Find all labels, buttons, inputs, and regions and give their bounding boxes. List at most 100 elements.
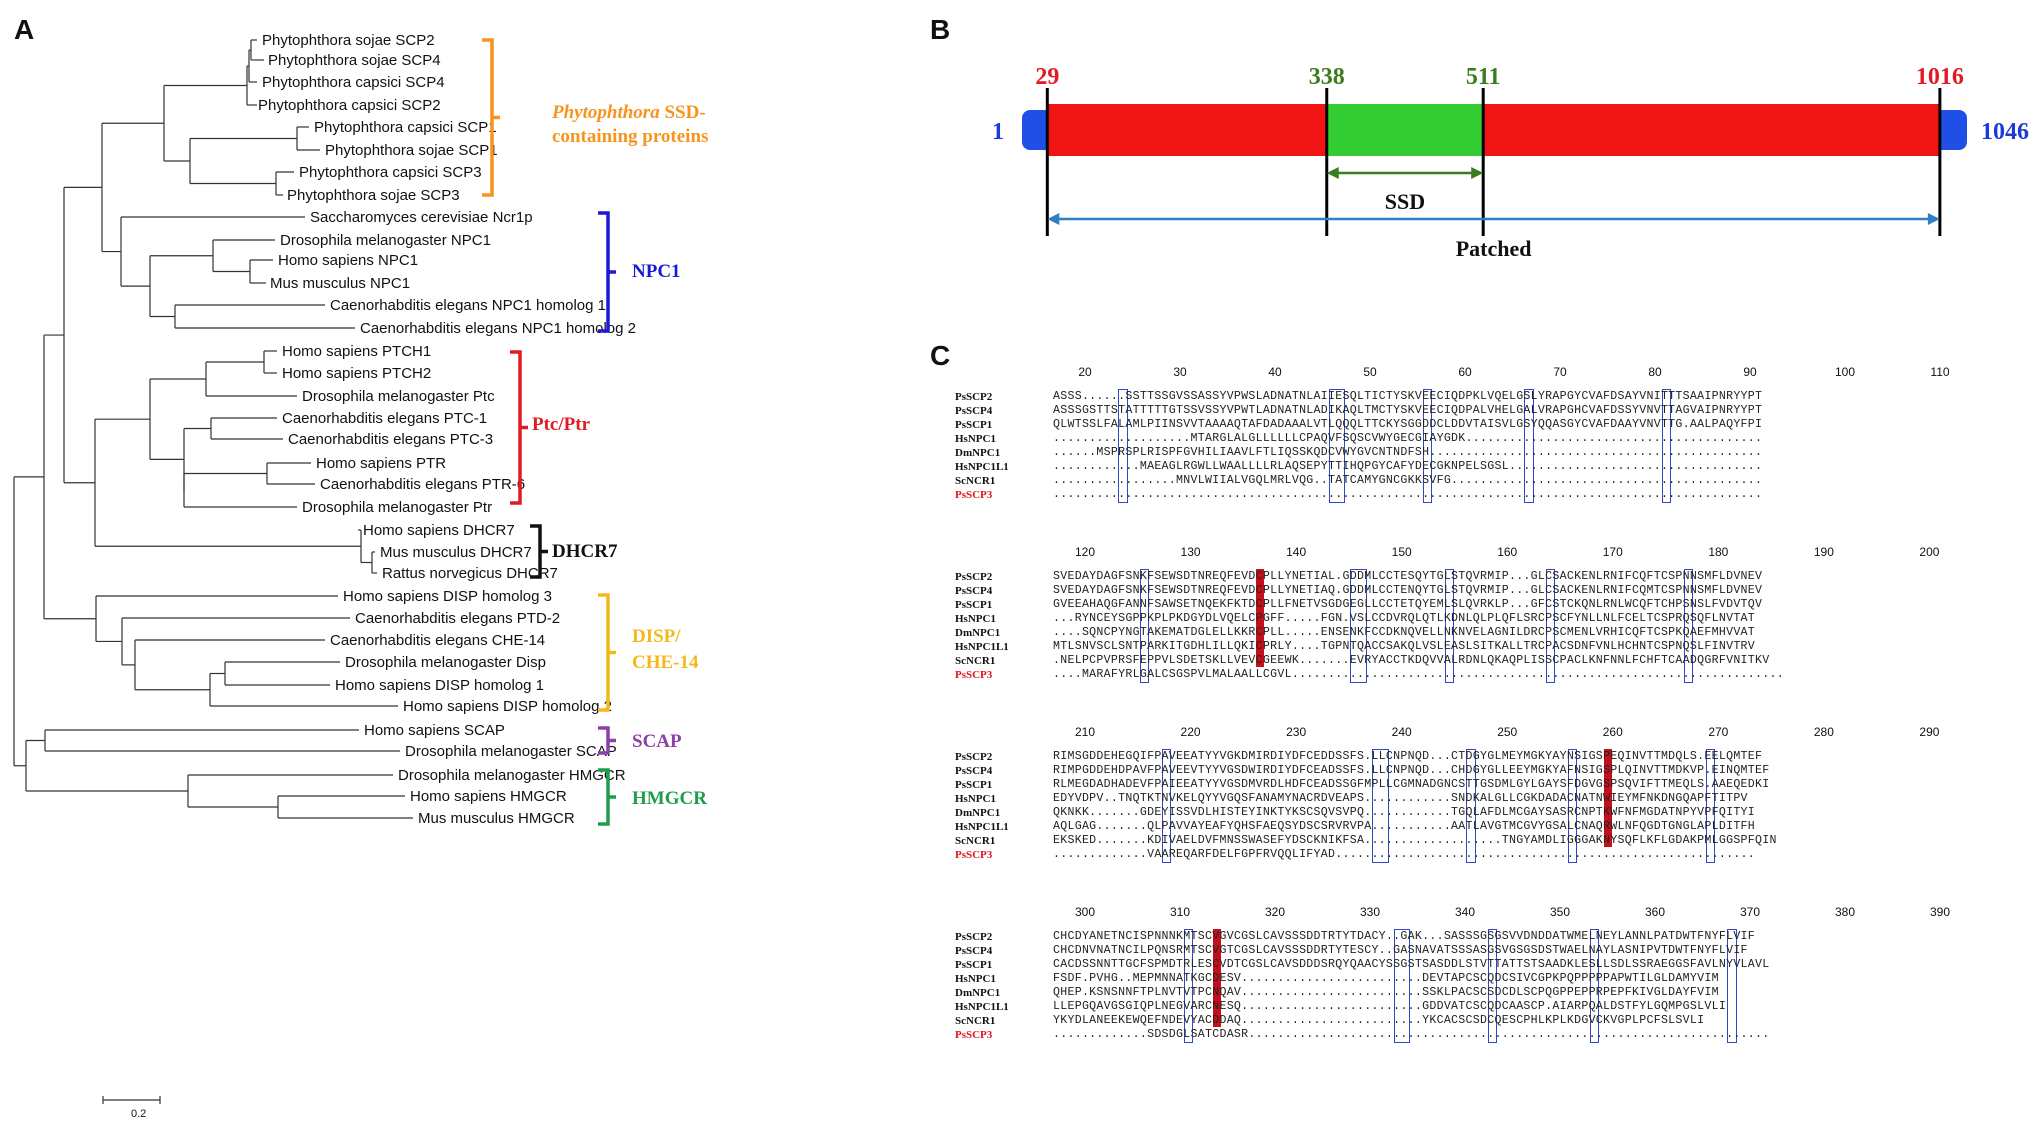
ruler-position: 250 [1497, 725, 1518, 739]
clade-bracket [598, 726, 616, 755]
position-label: 1046 [1981, 119, 2029, 145]
alignment-row: ScNCR1.................MNVLWIIALVGQLMRLV… [955, 474, 2025, 488]
leaf-label: Phytophthora capsici SCP1 [314, 119, 497, 136]
sequence-residues: QLWTSSLFALAMLPIINSVVTAAAAQTAFDADAAALVTLQ… [1053, 418, 1763, 431]
sequence-residues: ........................................… [1053, 488, 1763, 501]
clade-label-part: SSD- [660, 102, 706, 123]
sequence-residues: LLEPGQAVGSGIQPLNEGVARCNESQ..............… [1053, 1000, 1727, 1013]
sequence-name: PsSCP4 [955, 585, 993, 597]
ssd-domain [1326, 104, 1484, 156]
sequence-residues: AQLGAG.......QLPAVVAYEAFYQHSFAEQSYDSCSRV… [1053, 820, 1756, 833]
conserved-column-box [1662, 389, 1672, 503]
sequence-residues: EKSKED.......KDIVAELDVFMNSSWASEFYDSCKNIK… [1053, 834, 1777, 847]
clade-bracket [510, 350, 528, 505]
ruler-position: 160 [1497, 545, 1518, 559]
conserved-column-box [1422, 389, 1432, 503]
ruler-position: 260 [1602, 725, 1623, 739]
ruler-position: 380 [1834, 905, 1856, 919]
leaf-label: Drosophila melanogaster HMGCR [398, 767, 626, 784]
panel-label-b: B [930, 14, 951, 45]
ruler-position: 290 [1919, 725, 1940, 739]
sequence-residues: QHEP.KSNSNNFTPLNVTVTPCNQAV..............… [1053, 986, 1719, 999]
ruler-position: 40 [1268, 365, 1282, 379]
patched-label: Patched [1456, 236, 1532, 261]
sequence-name: DmNPC1 [955, 807, 1001, 819]
leaf-label: Homo sapiens PTR [316, 455, 446, 472]
sequence-name: PsSCP2 [955, 391, 993, 403]
sequence-name: HsNPC1L1 [955, 641, 1009, 653]
sequence-name: PsSCP2 [955, 571, 993, 583]
ruler-position: 220 [1180, 725, 1201, 739]
position-label: 1 [992, 119, 1004, 145]
ruler-position: 100 [1834, 365, 1856, 379]
ruler-position: 320 [1264, 905, 1286, 919]
ruler-position: 270 [1708, 725, 1729, 739]
leaf-label: Mus musculus NPC1 [270, 275, 410, 292]
ruler-position: 120 [1074, 545, 1096, 559]
ruler-position: 310 [1169, 905, 1191, 919]
alignment-row: HsNPC1...................MTARGLALGLLLLLL… [955, 432, 2025, 446]
ruler-position: 180 [1708, 545, 1729, 559]
conserved-column-box [1183, 929, 1193, 1043]
leaf-label: Homo sapiens DHCR7 [363, 522, 515, 539]
leaf-label: Phytophthora capsici SCP4 [262, 74, 445, 91]
leaf-label: Drosophila melanogaster Disp [345, 654, 546, 671]
sequence-residues: ....SQNCPYNGTAKEMATDGLELLKKRCPLL.....ENS… [1053, 626, 1756, 639]
sequence-name: HsNPC1 [955, 973, 996, 985]
leaf-label: Caenorhabditis elegans PTR-6 [320, 476, 525, 493]
clade-label: HMGCR [632, 788, 707, 809]
conserved-column-box [1524, 389, 1534, 503]
leaf-label: Homo sapiens DISP homolog 1 [335, 677, 544, 694]
conserved-column-box [1705, 749, 1715, 863]
ruler-position: 150 [1391, 545, 1412, 559]
alignment-row: ScNCR1.NELPCPVPRSFEPPVLSDETSKLLVEVCGEEWK… [955, 654, 2025, 668]
sequence-residues: EDYVDPV..TNQTKTNVKELQYYVGQSFANAMYNACRDVE… [1053, 792, 1748, 805]
sequence-residues: .............VAAREQARFDELFGPFRVQQLIFYAD.… [1053, 848, 1756, 861]
clade-label-part: Phytophthora [551, 102, 660, 123]
sequence-name: HsNPC1 [955, 433, 996, 445]
leaf-label: Drosophila melanogaster NPC1 [280, 232, 491, 249]
leaf-label: Homo sapiens NPC1 [278, 252, 418, 269]
leaf-label: Caenorhabditis elegans CHE-14 [330, 632, 545, 649]
sequence-residues: .NELPCPVPRSFEPPVLSDETSKLLVEVCGEEWK......… [1053, 654, 1770, 667]
conserved-column-box [1466, 749, 1476, 863]
clade-label: NPC1 [632, 261, 681, 282]
sequence-residues: FSDF.PVHG..MEPMNNATKGCDESV..............… [1053, 972, 1719, 985]
position-label: 1016 [1916, 64, 1964, 90]
sequence-name: PsSCP4 [955, 405, 993, 417]
leaf-label: Phytophthora sojae SCP3 [287, 187, 460, 204]
ssd-arrow-head [1471, 167, 1484, 179]
sequence-residues: CHCDNVNATNCILPQNSRMTSCVGTCGSLCAVSSSDDRTY… [1053, 944, 1748, 957]
invariant-residue-column [1256, 569, 1265, 667]
sequence-residues: SVEDAYDAGFSNKFSEWSDTNREQFEVDCPLLYNETIAQ.… [1053, 584, 1763, 597]
sequence-residues: SVEDAYDAGFSNKFSEWSDTNREQFEVDCPLLYNETIAL.… [1053, 570, 1763, 583]
alignment-row: HsNPC1...RYNCEYSGPPKPLPKDGYDLVQELCPGFF..… [955, 612, 2025, 626]
leaf-label: Mus musculus HMGCR [418, 810, 575, 827]
leaf-label: Drosophila melanogaster Ptc [302, 388, 495, 405]
clade-bracket [482, 38, 500, 197]
alignment-row: PsSCP3.............SDSDGLSATCDASR.......… [955, 1028, 2025, 1042]
sequence-residues: .................MNVLWIIALVGQLMRLVQG..TA… [1053, 474, 1763, 487]
sequence-residues: RIMSGDDEHEGQIFPAVEEATYYVGKDMIRDIYDFCEDDS… [1053, 750, 1763, 763]
ruler-position: 370 [1739, 905, 1761, 919]
leaf-label: Phytophthora sojae SCP4 [268, 52, 441, 69]
sequence-name: PsSCP1 [955, 419, 993, 431]
sequence-name: PsSCP1 [955, 599, 993, 611]
ruler-position: 210 [1074, 725, 1096, 739]
alignment-row: HsNPC1L1............MAEAGLRGWLLWAALLLLRL… [955, 460, 2025, 474]
ruler-position: 60 [1458, 365, 1472, 379]
leaf-label: Saccharomyces cerevisiae Ncr1p [310, 209, 533, 226]
